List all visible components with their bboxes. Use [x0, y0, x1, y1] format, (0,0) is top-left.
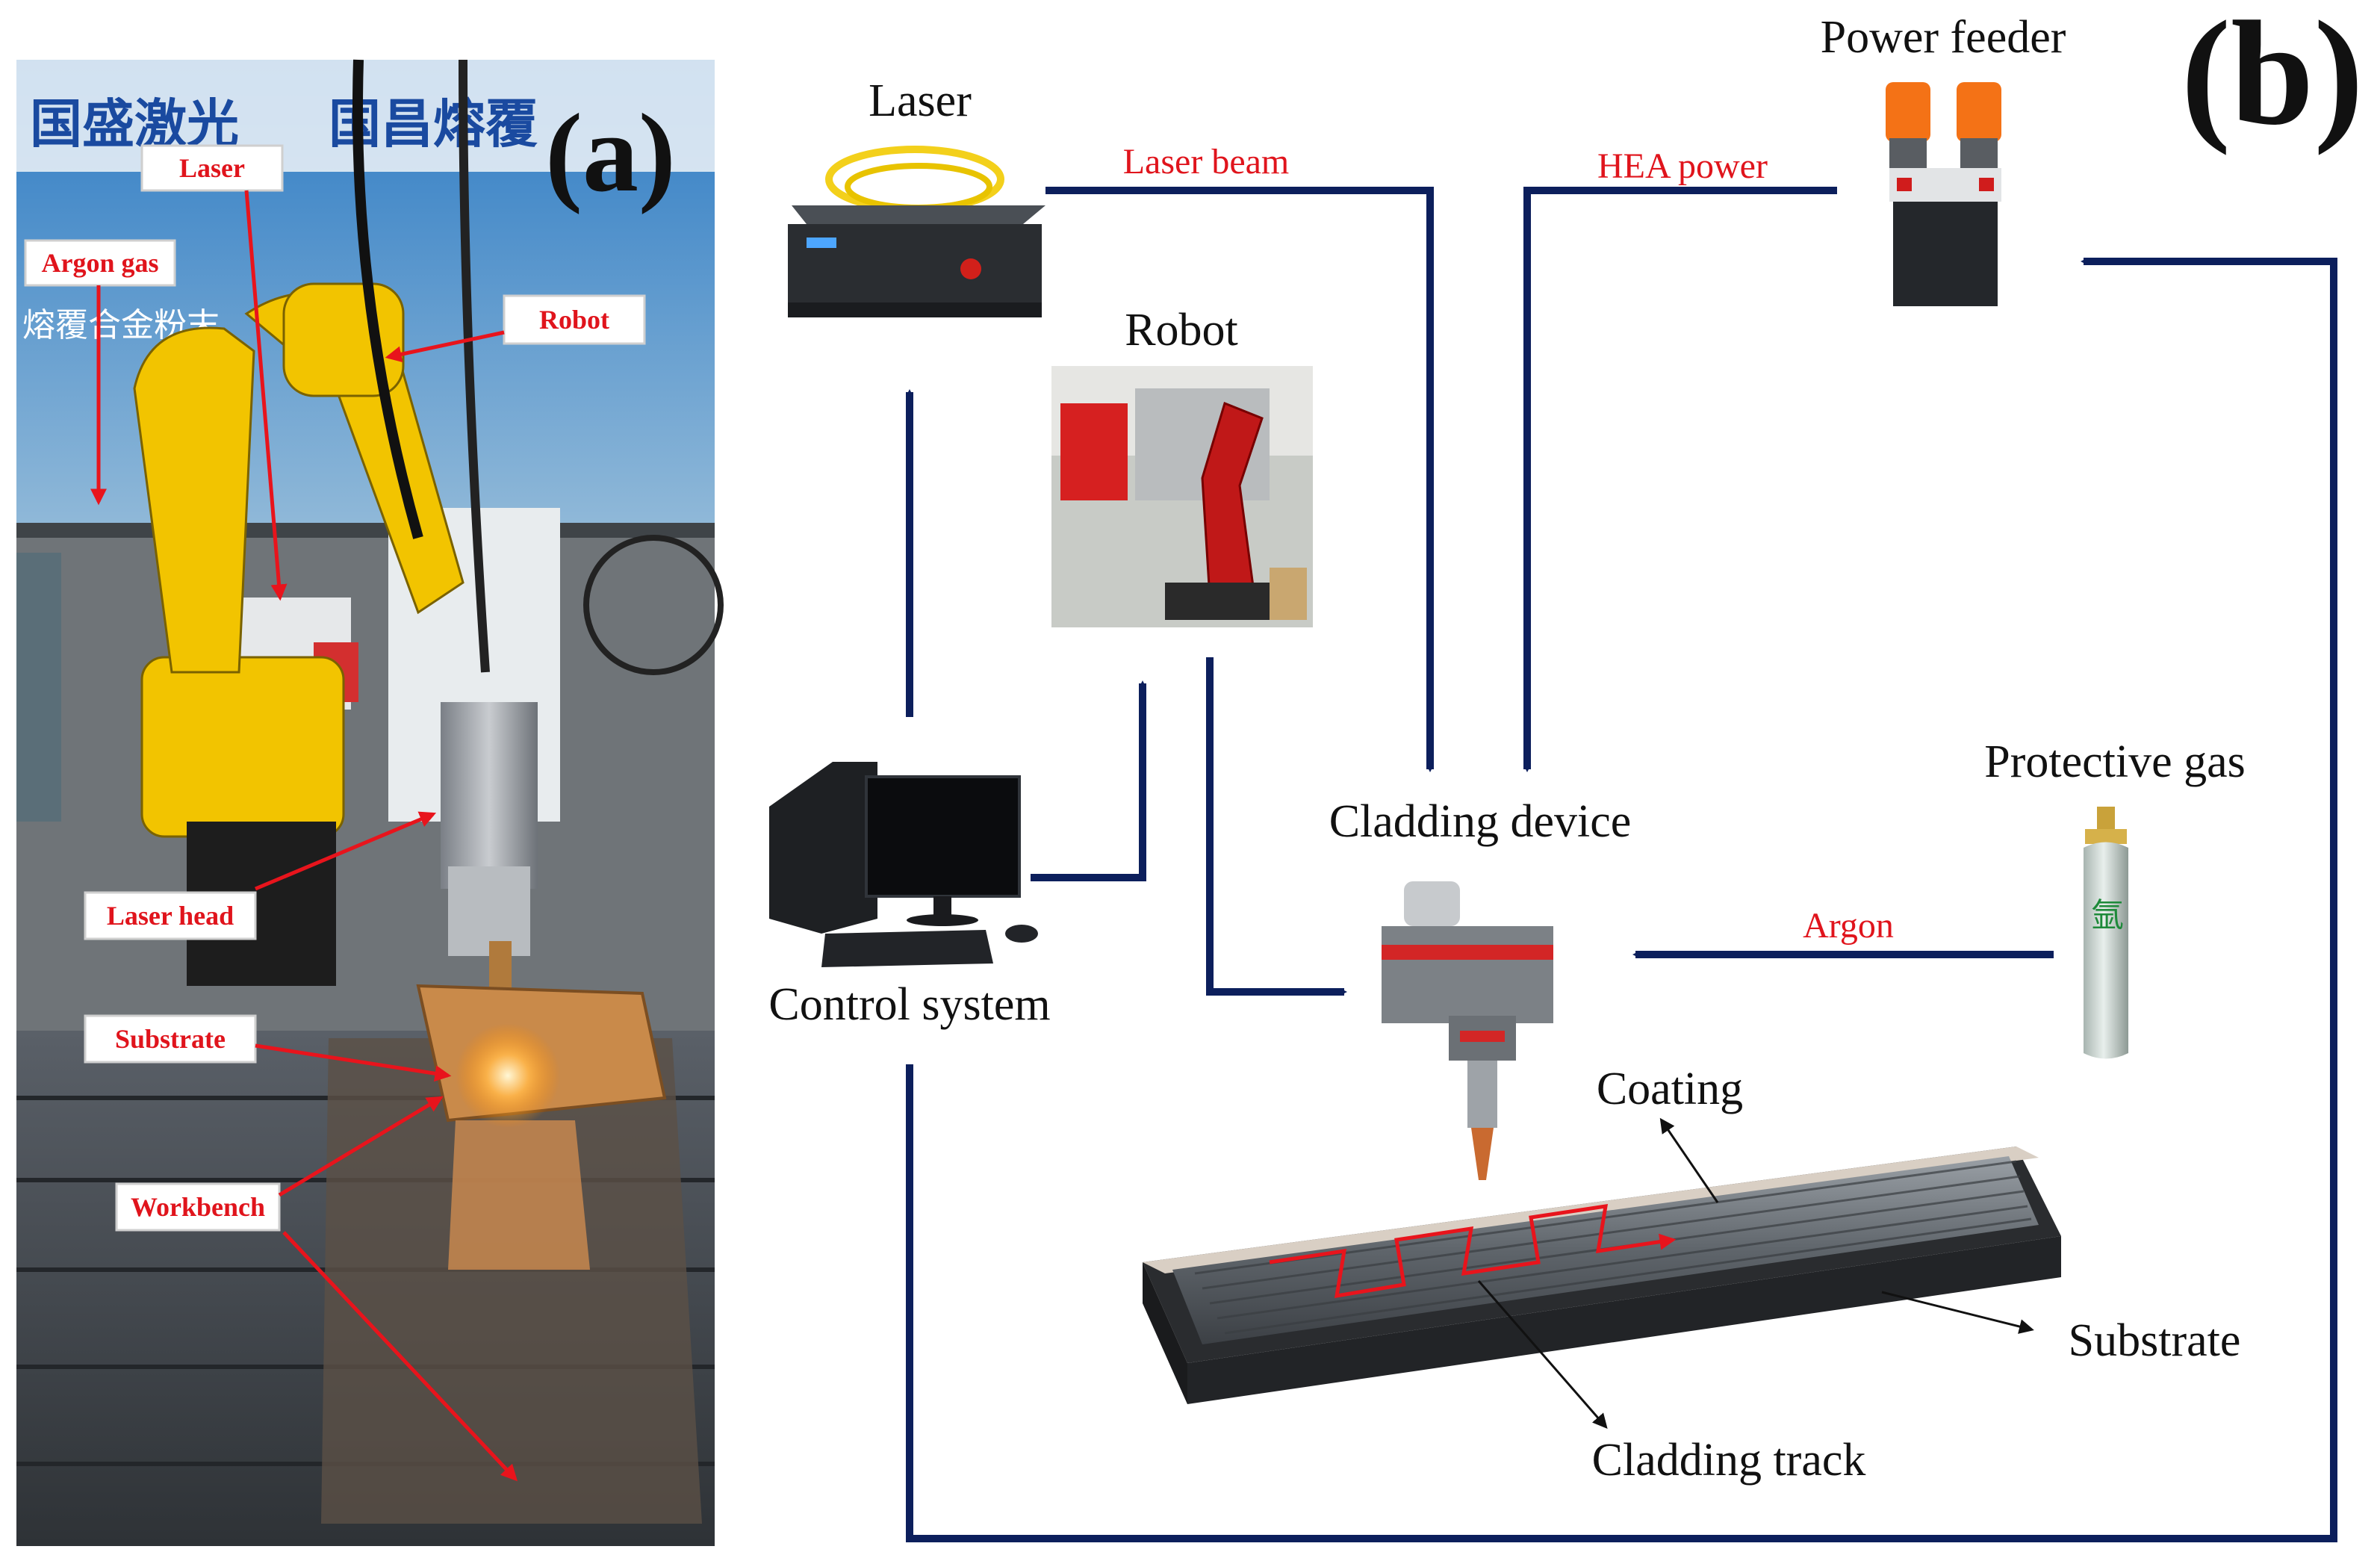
callout-argon-gas-label: Argon gas	[41, 248, 158, 278]
panel-a-callouts: Laser Argon gas Robot Laser head Substra…	[24, 144, 646, 1482]
callout-robot: Robot	[385, 294, 646, 363]
callout-laser-head: Laser head	[84, 811, 437, 940]
arrow-robot-to-cladding	[1206, 657, 1347, 996]
protective-gas-title: Protective gas	[1984, 736, 2246, 787]
control-system-title: Control system	[768, 979, 1050, 1030]
flow-label-argon: Argon	[1803, 906, 1894, 946]
callout-laser: Laser	[140, 144, 288, 601]
cladding-device: Cladding device	[1329, 796, 1632, 1180]
callout-robot-label: Robot	[539, 305, 609, 335]
laser-head-photo	[441, 702, 538, 889]
robot-title: Robot	[1125, 305, 1238, 356]
monitor	[865, 775, 1021, 898]
flow-label-hea-power: HEA power	[1597, 146, 1768, 186]
power-feeder: Power feeder	[1821, 12, 2066, 306]
callout-substrate-label: Substrate	[115, 1024, 226, 1054]
gas-cylinder	[2084, 842, 2128, 1059]
power-feeder-title: Power feeder	[1821, 12, 2066, 63]
banner-right-text: 国昌熔覆	[329, 96, 538, 154]
protective-gas: Protective gas 氩	[1984, 736, 2246, 1059]
callout-argon-gas: Argon gas	[24, 239, 176, 506]
callout-workbench-label: Workbench	[131, 1192, 265, 1222]
laser-source: Laser	[788, 75, 1045, 317]
callout-laser-head-label: Laser head	[107, 901, 234, 931]
control-system: Control system	[768, 762, 1051, 1030]
arrow-control-to-robot	[1031, 680, 1146, 881]
arrow-hea-power	[1523, 187, 1837, 772]
panel-b-letter: (b)	[2181, 0, 2364, 156]
coating-label: Coating	[1597, 1064, 1743, 1114]
arrow-laser-beam	[1045, 187, 1434, 772]
laser-title: Laser	[869, 75, 972, 126]
fan-photo	[583, 535, 724, 675]
gas-cylinder-char: 氩	[2091, 897, 2124, 934]
pc-tower	[769, 762, 877, 934]
banner-left-text: 国盛激光	[30, 96, 239, 154]
flow-arrows	[906, 187, 2337, 1542]
cladding-track-label: Cladding track	[1592, 1435, 1866, 1486]
cladding-track-path	[1269, 1204, 1677, 1299]
cladding-device-title: Cladding device	[1329, 796, 1632, 847]
callout-workbench: Workbench	[115, 1096, 518, 1482]
keyboard	[821, 930, 993, 967]
panel-a-letter: (a)	[545, 91, 676, 215]
flow-label-laser-beam: Laser beam	[1123, 142, 1290, 181]
cladding-nozzle	[1471, 1128, 1494, 1180]
substrate-block: Coating Substrate Cladding track	[1143, 1064, 2240, 1486]
robot-photo: Robot	[1051, 305, 1313, 627]
callout-laser-label: Laser	[179, 153, 245, 183]
mouse	[1005, 925, 1038, 943]
substrate-label: Substrate	[2069, 1315, 2241, 1366]
cladding-spark	[456, 1023, 560, 1128]
power-feeder-body	[1893, 202, 1998, 306]
arrow-control-to-feeder	[906, 258, 2337, 1542]
gas-cylinder-photo	[16, 553, 61, 822]
cladding-head-body	[1382, 926, 1553, 1023]
callout-substrate: Substrate	[84, 1014, 452, 1082]
